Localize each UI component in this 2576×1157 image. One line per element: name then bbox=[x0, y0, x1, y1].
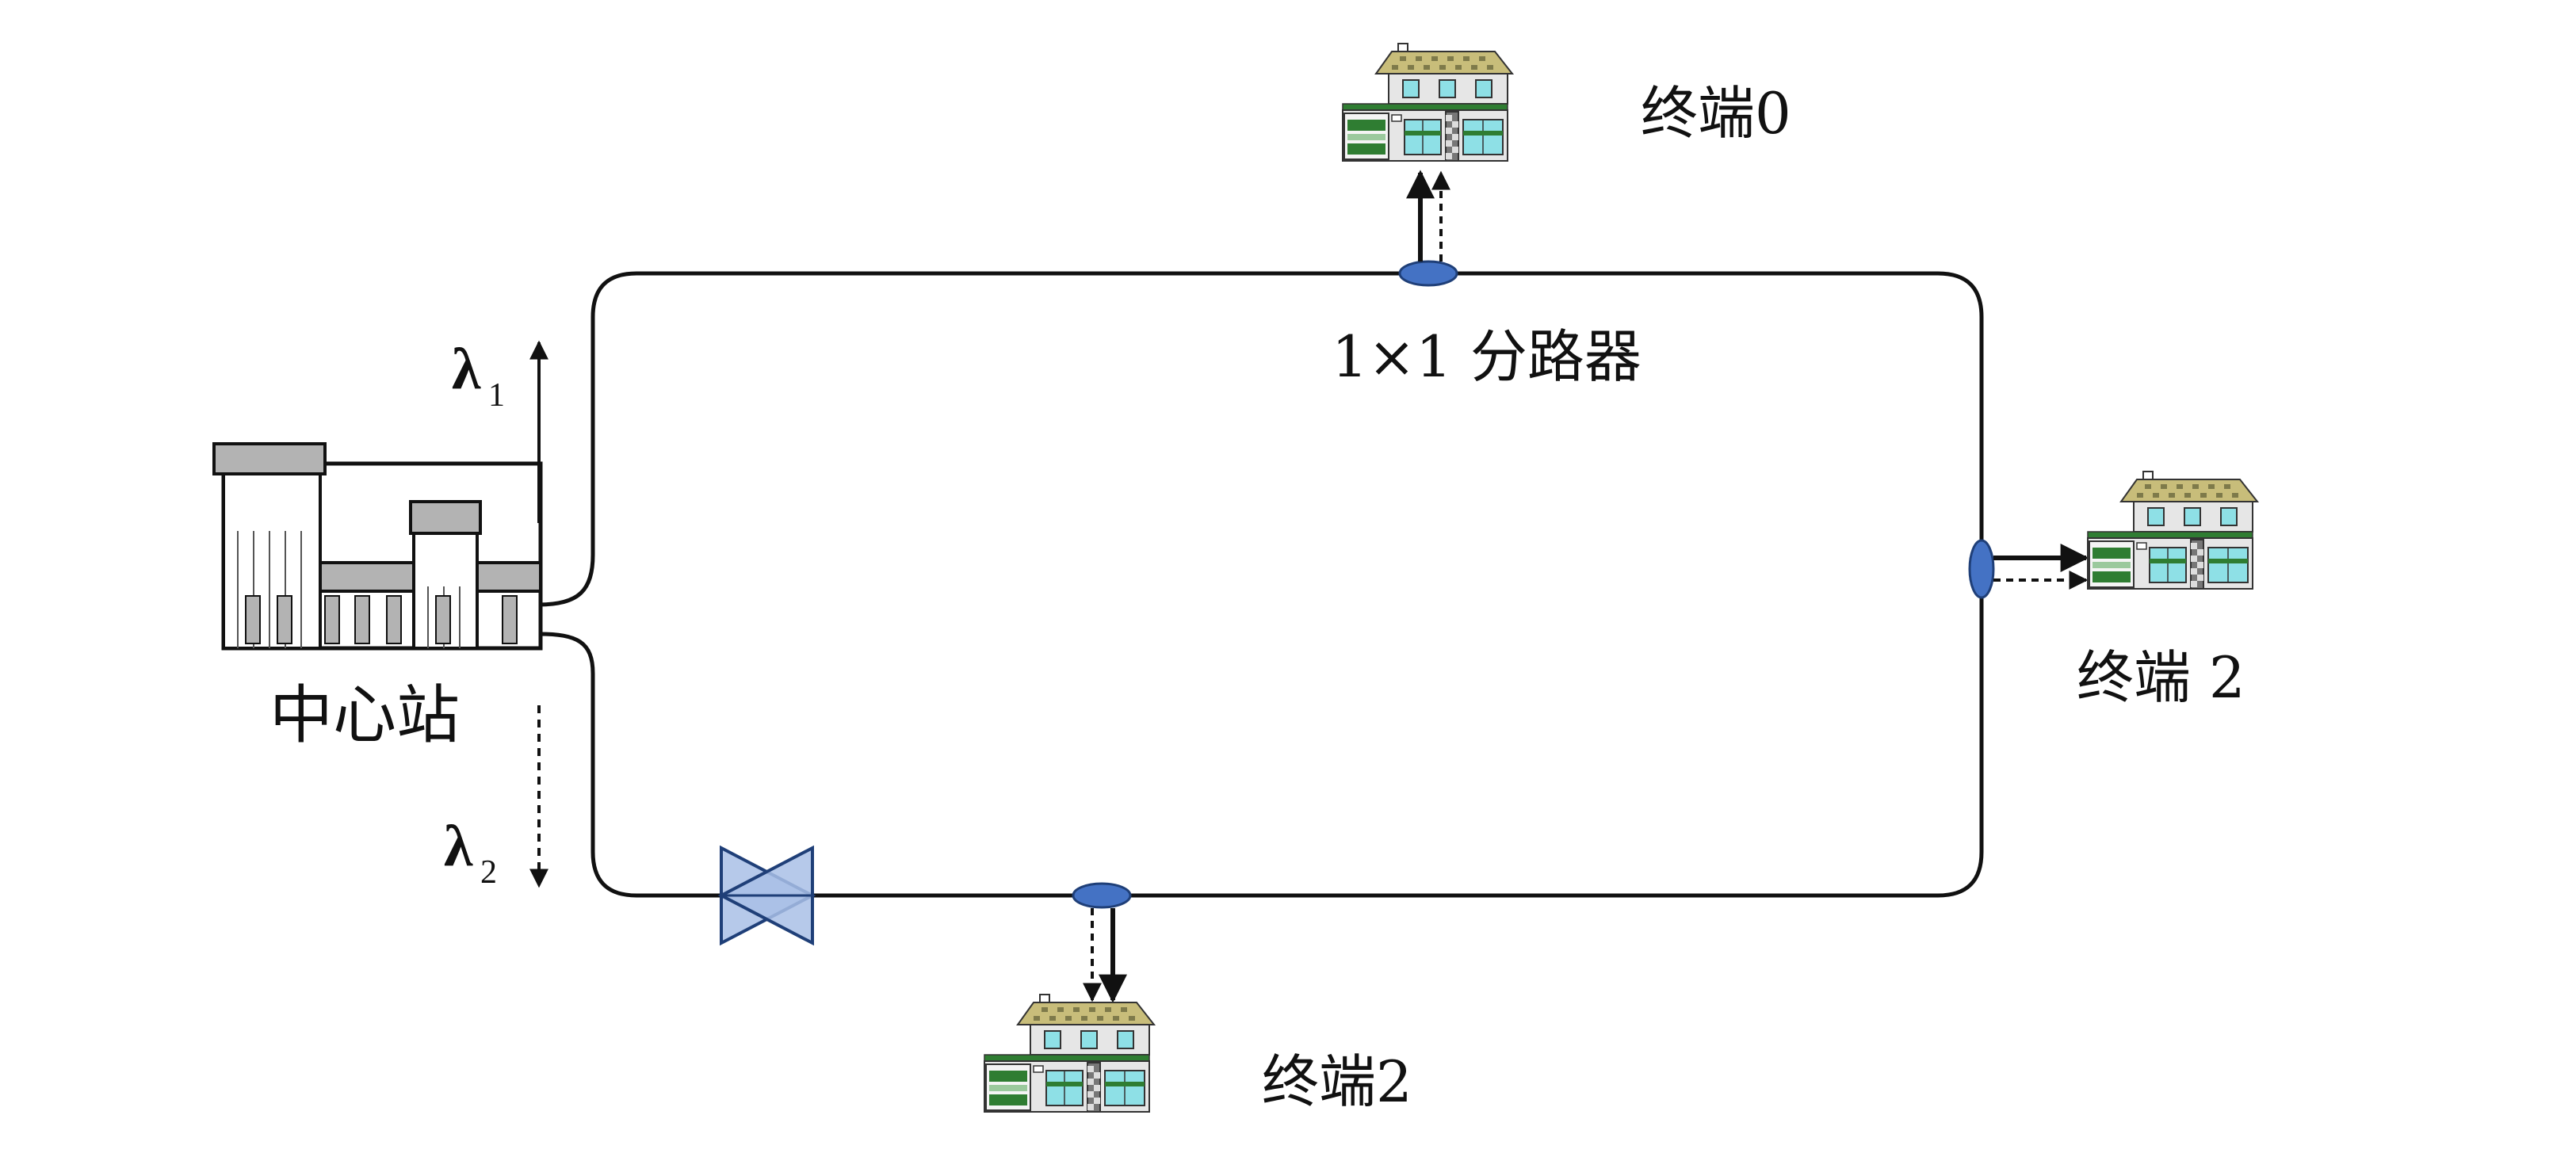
lambda2-symbol: λ bbox=[444, 814, 473, 879]
bottom-coupler-icon bbox=[1072, 882, 1132, 909]
lambda1-subscript: 1 bbox=[488, 377, 505, 414]
terminal-0-label: 终端0 bbox=[1641, 80, 1791, 147]
terminal-0-house-icon bbox=[1342, 43, 1513, 162]
ring-upper-fiber bbox=[538, 271, 1984, 898]
top-coupler-icon bbox=[1398, 260, 1458, 287]
terminal-2-label: 终端2 bbox=[1262, 1048, 1412, 1115]
terminal-right-house-icon bbox=[2087, 471, 2258, 590]
central-station-icon bbox=[212, 442, 543, 651]
lambda1-symbol: λ bbox=[452, 337, 481, 402]
splitter-label: 1×1 分路器 bbox=[1332, 323, 1642, 390]
isolator-icon bbox=[717, 845, 816, 946]
right-coupler-icon bbox=[1968, 539, 1995, 599]
terminal-right-label: 终端 2 bbox=[2077, 644, 2245, 711]
terminal-2-house-icon bbox=[984, 994, 1155, 1113]
lambda2-subscript: 2 bbox=[480, 854, 497, 891]
central-station-label: 中心站 bbox=[269, 678, 460, 752]
